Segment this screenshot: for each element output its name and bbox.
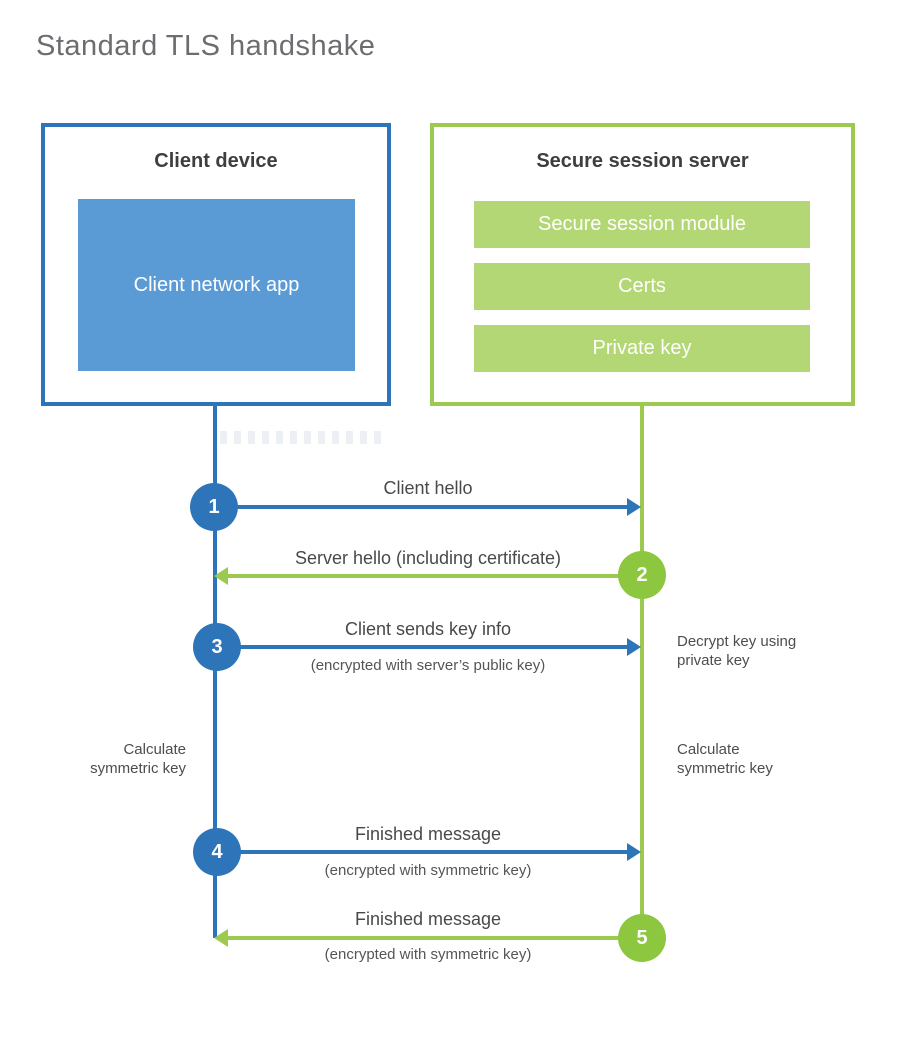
server-lifeline	[640, 405, 644, 938]
arrowhead-right-icon	[627, 498, 641, 516]
step-1-arrow-shaft	[214, 505, 627, 509]
step-3-label: Client sends key info	[344, 619, 512, 639]
arrowhead-left-icon	[214, 929, 228, 947]
client-network-app-label: Client network app	[133, 273, 300, 296]
step-3-arrow-shaft	[217, 645, 627, 649]
step-2-label: Server hello (including certificate)	[294, 548, 562, 568]
step-4-label: Finished message	[354, 824, 502, 844]
step-number: 5	[636, 926, 648, 949]
client-network-app-box: Client network app	[78, 199, 355, 371]
step-4-sublabel: (encrypted with symmetric key)	[324, 862, 532, 879]
note-decrypt-key: Decrypt key using private key	[677, 633, 797, 669]
page-title: Standard TLS handshake	[36, 30, 376, 62]
step-2-arrow-shaft	[228, 574, 642, 578]
arrowhead-right-icon	[627, 638, 641, 656]
step-5-label: Finished message	[354, 909, 502, 929]
server-module-label: Secure session module	[538, 213, 746, 235]
server-module-bar: Private key	[474, 325, 810, 372]
step-circle-3: 3	[193, 623, 241, 671]
server-module-bar: Secure session module	[474, 201, 810, 248]
server-module-bar: Certs	[474, 263, 810, 310]
arrowhead-left-icon	[214, 567, 228, 585]
note-calculate-symmetric-key-server: Calculate symmetric key	[677, 741, 773, 777]
step-4-arrow-shaft	[217, 850, 627, 854]
step-circle-1: 1	[190, 483, 238, 531]
step-number: 2	[636, 563, 648, 586]
server-module-label: Private key	[592, 337, 692, 359]
step-circle-4: 4	[193, 828, 241, 876]
step-number: 4	[211, 840, 223, 863]
note-calculate-symmetric-key-client: Calculate symmetric key	[90, 741, 186, 777]
step-5-arrow-shaft	[228, 936, 642, 940]
step-3-sublabel: (encrypted with server’s public key)	[310, 657, 546, 674]
server-module-label: Certs	[618, 275, 666, 297]
step-circle-2: 2	[618, 551, 666, 599]
step-5-sublabel: (encrypted with symmetric key)	[324, 946, 532, 963]
client-lifeline	[213, 405, 217, 938]
step-number: 1	[208, 495, 220, 518]
arrowhead-right-icon	[627, 843, 641, 861]
step-circle-5: 5	[618, 914, 666, 962]
secure-session-server-title: Secure session server	[536, 150, 749, 172]
step-1-label: Client hello	[383, 478, 473, 498]
faint-dashes-artifact	[220, 431, 386, 444]
client-device-title: Client device	[154, 150, 278, 172]
step-number: 3	[211, 635, 223, 658]
